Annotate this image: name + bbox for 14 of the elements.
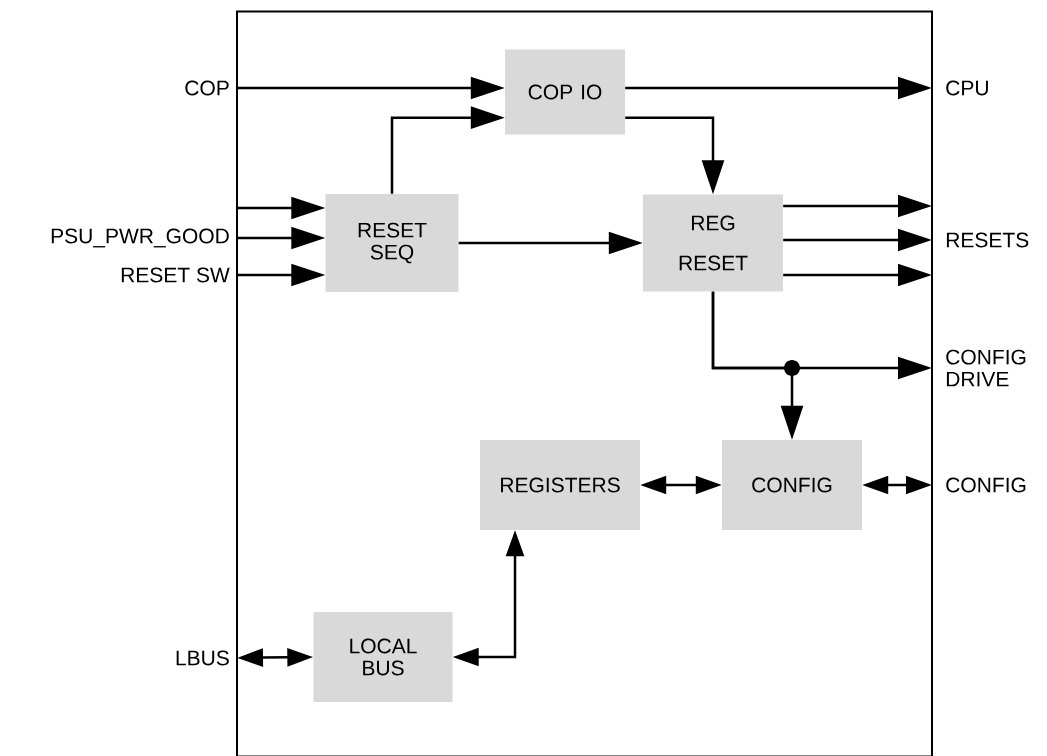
signal-label: CPU (946, 80, 988, 96)
signal-label: CONFIG DRIVE (946, 349, 1026, 387)
signal-label: RESET SW (121, 267, 230, 283)
function-block: CONFIG (722, 440, 862, 530)
function-block: REGISTERS (480, 440, 640, 530)
function-block: LOCAL BUS (313, 612, 453, 702)
signal-label: COP (185, 80, 229, 96)
signal-label: PSU_PWR_GOOD (51, 228, 229, 248)
signal-label: CONFIG (946, 477, 1026, 493)
function-block: COP IO (505, 49, 625, 135)
signal-label: LBUS (176, 650, 229, 666)
function-block: RESET SEQ (325, 194, 459, 292)
function-block: REG RESET (643, 194, 783, 292)
signal-label: RESETS (946, 232, 1029, 248)
